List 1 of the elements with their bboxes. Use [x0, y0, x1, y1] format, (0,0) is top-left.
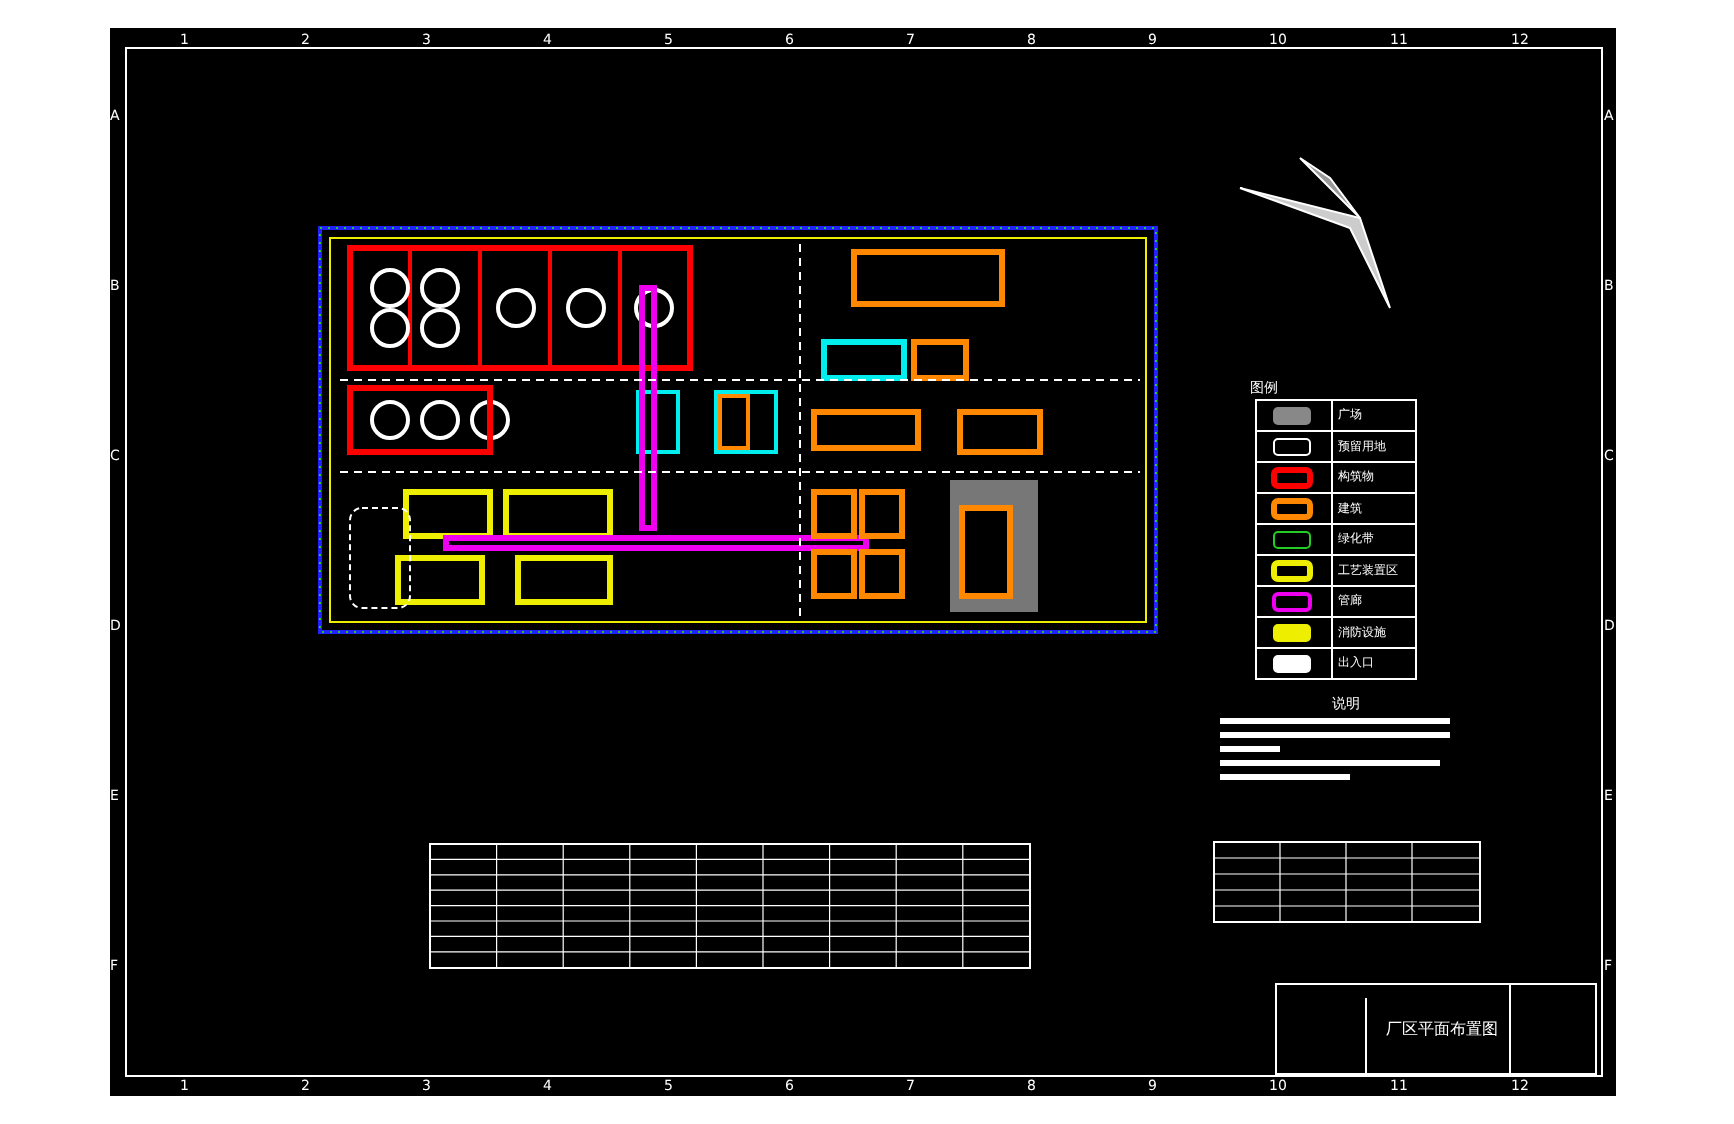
drawing-title: 厂区平面布置图	[1386, 1020, 1498, 1040]
